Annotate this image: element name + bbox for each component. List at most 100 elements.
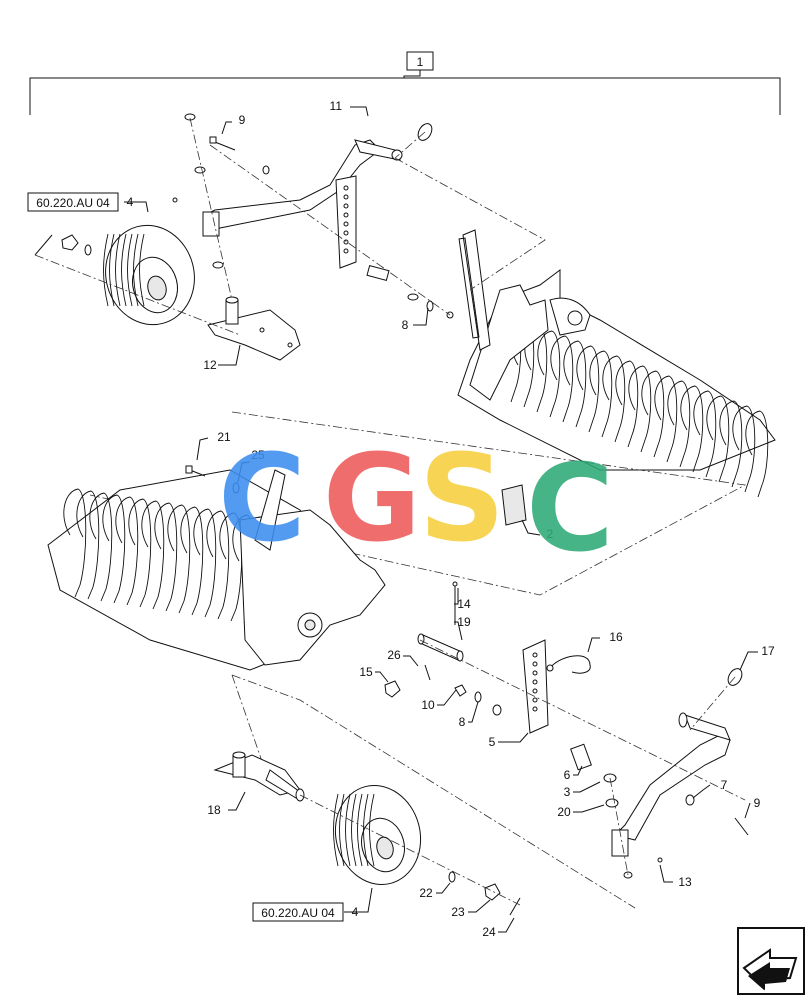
tine-bar [63, 488, 87, 586]
tine-tip [74, 584, 81, 598]
tine-tip [692, 459, 698, 473]
tire-tread [351, 793, 357, 867]
tine-tip [204, 604, 211, 618]
callout-8-lower: 8 [459, 715, 466, 729]
tine-bar [180, 506, 204, 604]
bracket-hole [343, 203, 349, 209]
tine-tip [718, 469, 724, 483]
tine-tip [178, 600, 185, 614]
tine-bar [706, 395, 730, 471]
tine-bar [719, 400, 743, 476]
tire-tread [333, 793, 339, 867]
tine-bar [654, 375, 678, 451]
upper-wheel-4 [34, 224, 195, 326]
tire-tread [357, 793, 363, 867]
tine-tip [627, 434, 633, 448]
tire-tread [127, 233, 133, 307]
tire-tread [133, 233, 139, 307]
tine-tip [588, 419, 594, 433]
lower-adjust-bracket-5 [522, 639, 549, 734]
cable-16 [546, 655, 591, 674]
tine-tip [191, 602, 198, 616]
tine-tip [510, 389, 516, 403]
callout-19: 19 [457, 615, 471, 629]
tine-tip [575, 414, 581, 428]
tine-bar [102, 494, 126, 592]
tire-tread [363, 793, 369, 867]
bracket-hole [532, 697, 538, 703]
hardware-21-25 [185, 465, 240, 494]
tine-tip [126, 592, 133, 606]
tine-bar [732, 405, 756, 481]
tine-bar [128, 498, 152, 596]
tine-tip [601, 424, 607, 438]
tine-tip [152, 596, 159, 610]
tine-bar [745, 410, 769, 486]
ref-tag-upper[interactable]: 60.220.AU 04 [27, 192, 119, 212]
bracket-hole [343, 212, 349, 218]
bracket-hole [343, 194, 349, 200]
decal-2 [501, 484, 527, 526]
ref-tag-lower[interactable]: 60.220.AU 04 [252, 902, 344, 922]
callout-21: 21 [217, 430, 231, 444]
tine-tip [731, 474, 737, 488]
next-page-arrow-icon[interactable] [737, 927, 805, 995]
tine-bar [589, 350, 613, 426]
callout-3: 3 [564, 785, 571, 799]
callout-17: 17 [761, 644, 775, 658]
lower-assembly-lines [299, 639, 746, 906]
tine-bar [602, 355, 626, 431]
callout-12: 12 [203, 358, 217, 372]
bracket-hole [532, 706, 538, 712]
upper-arm-11 [202, 123, 433, 237]
callout-9-upper: 9 [239, 113, 246, 127]
bracket-hole [343, 248, 349, 254]
tine-bar [89, 492, 113, 590]
bracket-hole [532, 679, 538, 685]
tine-bar [667, 380, 691, 456]
bracket-hole [343, 230, 349, 236]
tine-bar [680, 385, 704, 461]
tine-tip [139, 594, 146, 608]
lower-hardware [384, 664, 502, 716]
tine-tip [744, 479, 750, 493]
callout-9-lower: 9 [754, 796, 761, 810]
callout-16: 16 [609, 630, 623, 644]
tine-bar [641, 370, 665, 446]
tire-tread [345, 793, 351, 867]
tine-tip [549, 404, 555, 418]
assembly-label: 1 [417, 55, 424, 69]
lower-arm [570, 668, 749, 879]
tine-tip [640, 439, 646, 453]
tine-tip [614, 429, 620, 443]
tire-tread [139, 233, 145, 307]
tine-tip [230, 608, 237, 622]
upper-assembly-lines [34, 117, 546, 336]
callout-11: 11 [330, 99, 343, 113]
callout-10: 10 [421, 698, 435, 712]
tire-tread [109, 233, 115, 307]
callout-14: 14 [457, 597, 471, 611]
tine-bar [115, 496, 139, 594]
callout-26: 26 [387, 648, 401, 662]
lower-spindle-plate-18 [213, 751, 305, 802]
callout-23: 23 [451, 905, 465, 919]
tine-bar [76, 490, 100, 588]
tine-bar [563, 340, 587, 416]
watermark-logo: C G S C [218, 430, 614, 579]
callout-24: 24 [482, 925, 496, 939]
tine-tip [165, 598, 172, 612]
tire-tread [115, 233, 121, 307]
callout-7: 7 [721, 778, 728, 792]
tine-bar [206, 510, 230, 608]
ref-tag-lower-text[interactable]: 60.220.AU 04 [261, 906, 335, 920]
tine-tip [705, 464, 711, 478]
upper-hardware [172, 113, 270, 269]
tine-tip [523, 394, 529, 408]
callout-22: 22 [419, 886, 433, 900]
tine-bar [167, 504, 191, 602]
ref-tag-upper-text[interactable]: 60.220.AU 04 [36, 196, 110, 210]
callout-4-lower: 4 [352, 905, 359, 919]
lower-wheel-4 [333, 784, 521, 916]
